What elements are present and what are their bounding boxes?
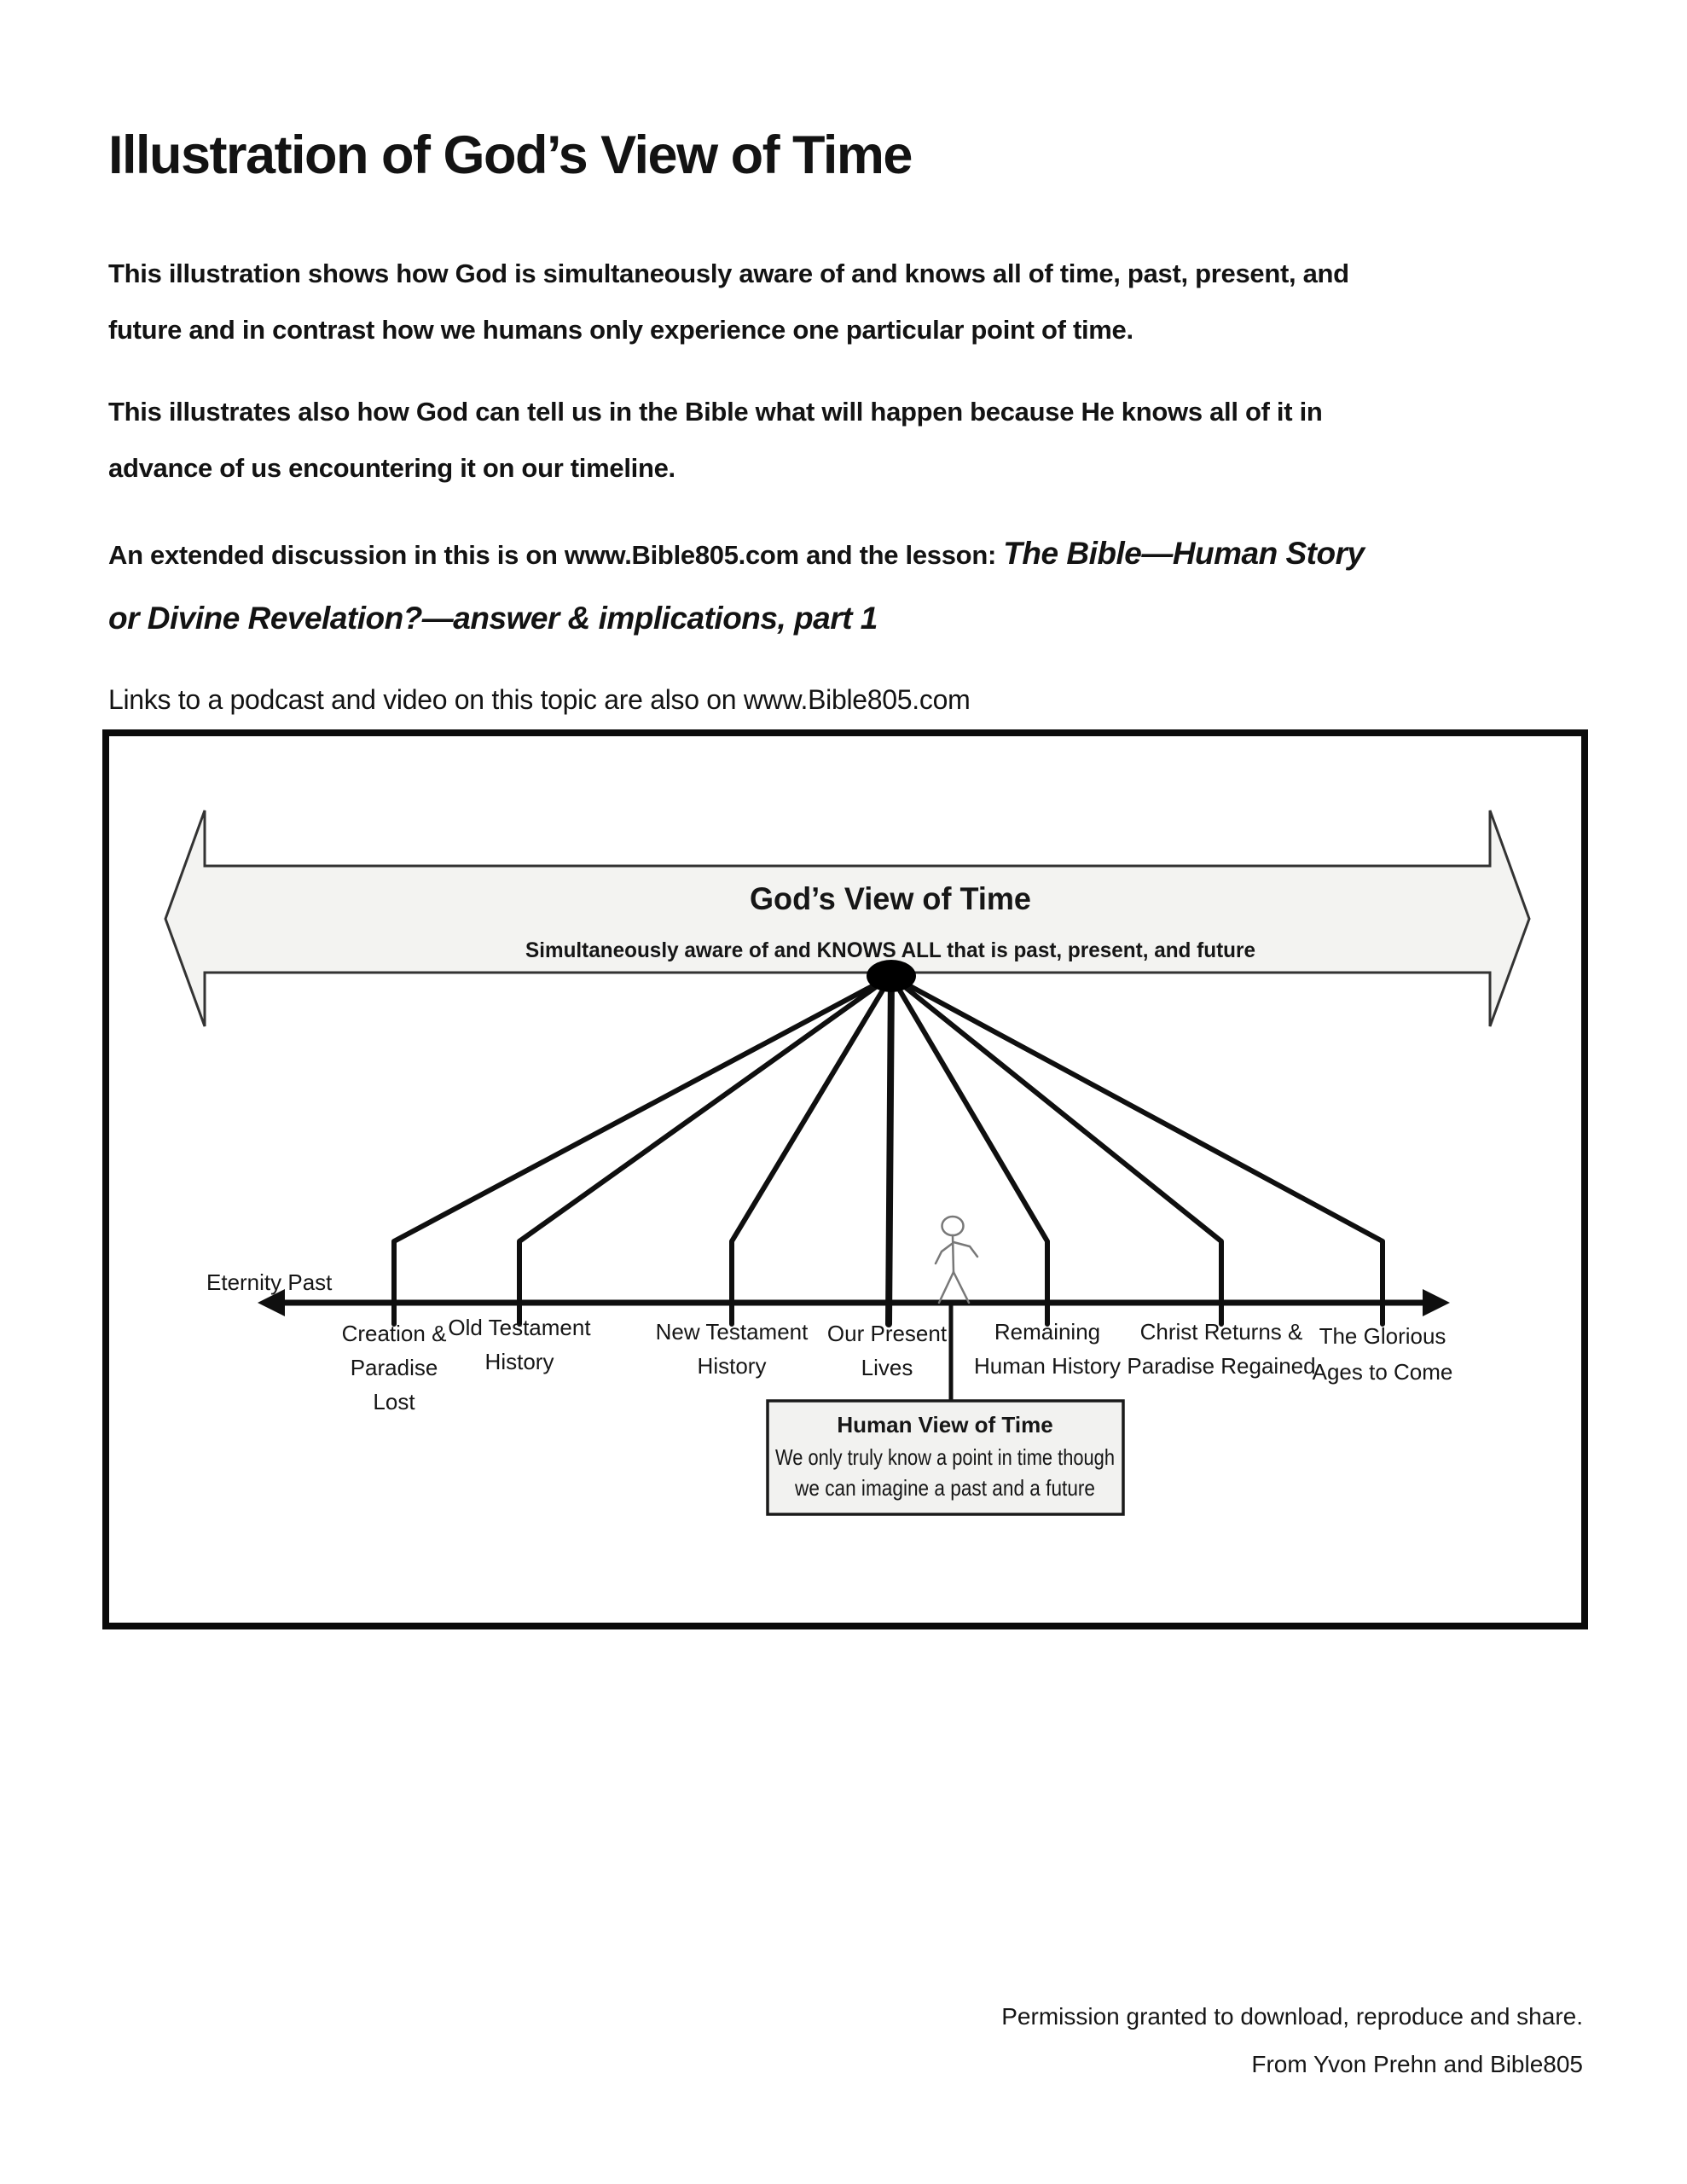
extended-discussion-paragraph: An extended discussion in this is on www… (108, 522, 1365, 650)
paragraph-line: future and in contrast how we humans onl… (108, 315, 1133, 345)
sight-line-new-testament (729, 973, 894, 1327)
label-creation-line2: Paradise (351, 1355, 438, 1380)
label-old-testament-line2: History (485, 1349, 554, 1374)
human-view-box (766, 1399, 1125, 1516)
human-view-box-line1: We only truly know a point in time thoug… (775, 1444, 1115, 1470)
timeline-right-arrowhead (1423, 1289, 1450, 1316)
label-glorious-ages-line1: The Glorious (1319, 1323, 1446, 1349)
eternity-past-label: Eternity Past (206, 1269, 333, 1295)
paragraph-line: advance of us encountering it on our tim… (108, 453, 675, 483)
paragraph-line: An extended discussion in this is on www… (108, 522, 1365, 587)
label-glorious-ages-line2: Ages to Come (1313, 1359, 1453, 1385)
bible-paragraph: This illustrates also how God can tell u… (108, 384, 1323, 497)
lesson-prefix-text: An extended discussion in this is on www… (108, 540, 1004, 570)
sight-line-glorious-ages (889, 973, 1385, 1327)
label-new-testament-line2: History (698, 1353, 767, 1379)
human-view-box-line2: we can imagine a past and a future (794, 1475, 1095, 1501)
label-christ-returns-line1: Christ Returns & (1140, 1319, 1303, 1345)
sight-line-present (885, 973, 895, 1327)
time-diagram: God’s View of Time Simultaneously aware … (164, 810, 1531, 1516)
paragraph-line: This illustration shows how God is simul… (108, 258, 1349, 288)
label-our-present-line1: Our Present (827, 1321, 948, 1346)
intro-paragraph: This illustration shows how God is simul… (108, 246, 1349, 358)
page-title: Illustration of God’s View of Time (108, 125, 913, 185)
permission-footer: Permission granted to download, reproduc… (341, 1993, 1583, 2088)
time-diagram-frame: God’s View of Time Simultaneously aware … (102, 729, 1588, 1629)
label-new-testament-line1: New Testament (656, 1319, 809, 1345)
label-our-present-line2: Lives (861, 1355, 913, 1380)
human-view-box-title: Human View of Time (837, 1412, 1052, 1438)
label-creation-line1: Creation & (342, 1321, 447, 1346)
banner-title: God’s View of Time (750, 881, 1031, 916)
label-remaining-line1: Remaining (994, 1319, 1100, 1345)
sight-line-old-testament (517, 973, 894, 1327)
sight-line-christ-returns (889, 973, 1224, 1327)
double-arrow-banner (164, 810, 1531, 1027)
gods-vantage-point-dot (867, 960, 916, 992)
sight-line-creation (391, 973, 894, 1327)
label-old-testament-line1: Old Testament (448, 1315, 591, 1340)
lesson-title-italic: or Divine Revelation?—answer & implicati… (108, 601, 878, 636)
label-creation-line3: Lost (373, 1389, 415, 1414)
label-christ-returns-line2: Paradise Regained (1127, 1353, 1315, 1379)
paragraph-line: This illustrates also how God can tell u… (108, 397, 1323, 427)
permission-line: Permission granted to download, reproduc… (1001, 2003, 1583, 2030)
sight-line-remaining-history (889, 973, 1050, 1327)
links-paragraph: Links to a podcast and video on this top… (108, 684, 971, 715)
banner-subtitle: Simultaneously aware of and KNOWS ALL th… (525, 938, 1255, 962)
timeline-left-arrowhead (258, 1289, 285, 1316)
label-remaining-line2: Human History (974, 1353, 1121, 1379)
lesson-title-italic: The Bible—Human Story (1003, 536, 1365, 571)
attribution-line: From Yvon Prehn and Bible805 (1251, 2051, 1583, 2077)
stick-figure-icon (934, 1215, 979, 1304)
